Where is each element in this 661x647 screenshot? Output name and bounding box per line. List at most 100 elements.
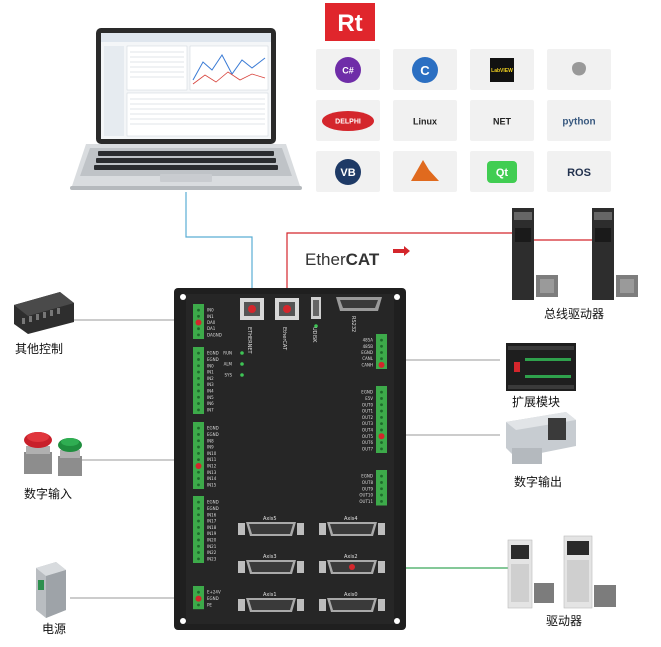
terminal-label: IN2 — [207, 376, 214, 381]
axis-label: Axis1 — [263, 592, 277, 598]
push-buttons — [24, 432, 82, 476]
qt-icon: Qt — [470, 151, 534, 192]
rs232-port — [336, 297, 382, 311]
controller-board: ETHERNET EtherCAT UDISK RS232 RUNALMSYS … — [174, 288, 406, 630]
caption-other-control: 其他控制 — [15, 342, 63, 356]
terminal-label: EGND — [207, 426, 219, 431]
terminal-label: IN19 — [207, 531, 217, 536]
terminal-label: IN5 — [207, 395, 214, 400]
servo-drive-2 — [563, 535, 616, 609]
terminal-label: IN17 — [207, 519, 217, 524]
status-led — [240, 373, 244, 377]
bus-drive-1 — [512, 208, 558, 300]
terminal-label: OUT3 — [362, 421, 374, 426]
terminal-label: EGND — [207, 357, 219, 362]
terminal-label: 485B — [363, 344, 374, 349]
rt-logo-text: Rt — [337, 10, 362, 37]
terminal-label: E5V — [365, 396, 373, 401]
ethernet-port — [240, 298, 264, 320]
ros-icon: ROS — [547, 151, 611, 192]
axis-connector: Axis1 — [238, 592, 304, 612]
laptop — [70, 28, 302, 190]
caption-expansion: 扩展模块 — [512, 395, 560, 409]
axis-label: Axis5 — [263, 516, 277, 522]
terminal-label: 485A — [363, 338, 374, 343]
terminal-label: CANH — [361, 362, 373, 367]
terminal-label: IN11 — [207, 457, 217, 462]
c-lang-icon: C — [393, 49, 457, 90]
terminal-label: DA1 — [207, 326, 216, 331]
terminal-label: EGND — [207, 596, 219, 601]
udisk-port — [311, 297, 321, 319]
terminal-label: EGND — [361, 474, 373, 479]
ethercat-cable — [286, 232, 522, 302]
terminal-label: IN1 — [207, 314, 214, 319]
dotnet-label: NET — [493, 116, 512, 126]
terminal-label: IN20 — [207, 537, 217, 542]
ethercat-port — [275, 298, 299, 320]
terminal-label: OUT9 — [362, 486, 374, 491]
terminal-label: IN4 — [207, 388, 214, 393]
ethercat-prefix: Ether — [305, 250, 346, 269]
caption-digital-output: 数字输出 — [514, 474, 562, 489]
ethernet-label: ETHERNET — [246, 327, 252, 355]
status-led — [240, 362, 244, 366]
ros-label: ROS — [567, 167, 591, 179]
caption-bus-drive: 总线驱动器 — [544, 307, 604, 321]
terminal-label: CANL — [362, 356, 374, 361]
terminal-label: DA0 — [207, 320, 216, 325]
terminal-label: IN18 — [207, 525, 217, 530]
c-lang-label: C — [420, 63, 430, 78]
terminal-label: IN23 — [207, 556, 217, 561]
terminal-label: DAGND — [207, 332, 222, 337]
axis-connector: Axis3 — [238, 554, 304, 574]
udisk-label: UDISK — [311, 327, 317, 343]
power-supply — [36, 562, 66, 618]
linux-label: Linux — [413, 116, 437, 126]
ethercat-suffix: CAT — [346, 250, 380, 269]
terminal-label: OUT10 — [359, 493, 373, 498]
csharp-label: C# — [342, 65, 354, 75]
axis-connector: Axis5 — [238, 516, 304, 536]
caption-digital-input: 数字输入 — [24, 486, 72, 501]
terminal-label: IN0 — [207, 308, 214, 313]
terminal-label: IN3 — [207, 382, 214, 387]
axis-label: Axis0 — [344, 592, 358, 598]
terminal-label: IN0 — [207, 363, 214, 368]
svg-text:EtherCAT: EtherCAT — [305, 250, 380, 269]
terminal-label: PE — [207, 603, 212, 608]
delphi-label: DELPHI — [335, 119, 361, 126]
terminal-label: IN14 — [207, 476, 217, 481]
terminal-label: IN16 — [207, 512, 217, 517]
status-led-label: ALM — [224, 362, 233, 367]
labview-label: LabVIEW — [491, 68, 513, 74]
terminal-label: OUT1 — [362, 409, 374, 414]
axis-connector: Axis2 — [319, 554, 385, 574]
terminal-label: OUT8 — [362, 480, 374, 485]
cables — [70, 192, 598, 599]
ethernet-cable — [185, 192, 253, 303]
rs232-label: RS232 — [350, 316, 356, 332]
terminal-label: IN10 — [207, 451, 217, 456]
terminal-label: IN21 — [207, 544, 217, 549]
terminal-label: OUT5 — [362, 434, 374, 439]
terminal-label: EGND — [207, 351, 219, 356]
vb-label: VB — [340, 167, 355, 179]
terminal-label: IN8 — [207, 438, 214, 443]
terminal-label: OUT6 — [362, 440, 374, 445]
terminal-label: OUT4 — [362, 427, 374, 432]
terminal-label: EGND — [207, 432, 219, 437]
terminal-label: IN9 — [207, 445, 214, 450]
status-led — [240, 351, 244, 355]
labview-icon: LabVIEW — [470, 49, 534, 90]
csharp-icon: C# — [316, 49, 380, 90]
plc-controller — [14, 292, 74, 334]
delphi-icon: DELPHI — [316, 100, 380, 141]
